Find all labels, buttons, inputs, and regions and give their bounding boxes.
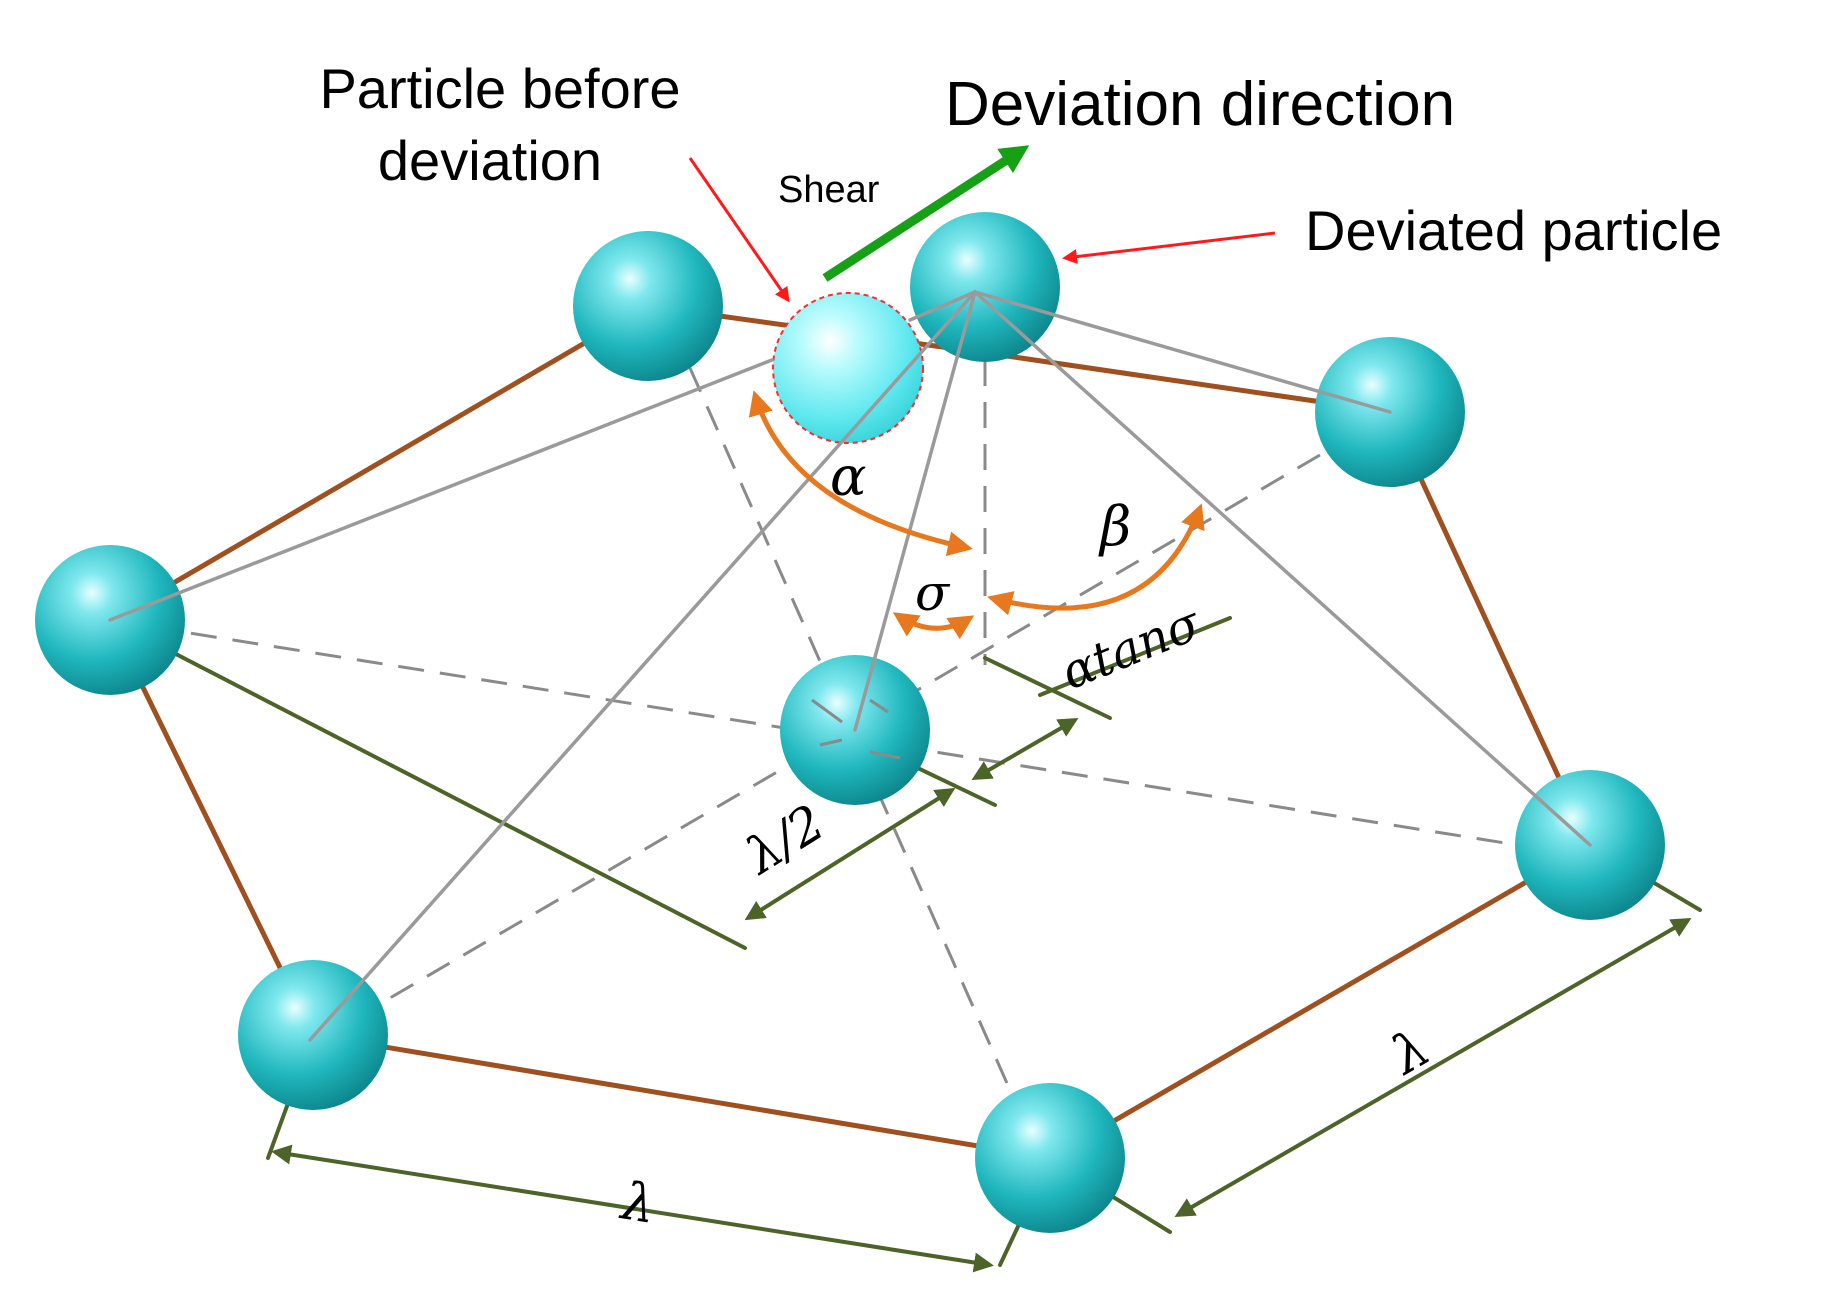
alpha-label: α bbox=[830, 445, 866, 508]
center-hidden-lines bbox=[811, 698, 901, 760]
atan-sigma-label: αtanσ bbox=[1054, 595, 1210, 701]
half-lambda-arrow bbox=[744, 787, 956, 921]
particle-before-deviation bbox=[772, 292, 924, 444]
deviated-particle-label: Deviated particle bbox=[1305, 199, 1722, 262]
beta-label: β bbox=[1098, 495, 1131, 558]
beta-arc bbox=[987, 503, 1205, 616]
sigma-label: σ bbox=[915, 564, 951, 622]
particle-before-label-line1: Particle before bbox=[319, 57, 680, 120]
angle-arcs bbox=[748, 390, 1205, 640]
deviated-pointer-arrow bbox=[1062, 231, 1276, 265]
lambda-front-label: λ bbox=[616, 1171, 660, 1236]
dimension-arrows bbox=[271, 717, 1692, 1273]
before-pointer-arrow bbox=[688, 157, 790, 303]
lambda-right-arrow bbox=[1174, 917, 1692, 1218]
pointer-arrows bbox=[688, 157, 1276, 303]
shear-arrow bbox=[822, 145, 1030, 282]
lambda-front-arrow bbox=[271, 1144, 994, 1273]
sigma-arc bbox=[892, 612, 975, 640]
particle-top-left bbox=[573, 231, 723, 381]
deviation-direction-label: Deviation direction bbox=[945, 70, 1455, 139]
lambda-right-label: λ bbox=[1380, 1018, 1440, 1087]
shear-label: Shear bbox=[778, 169, 880, 211]
atan-sigma-arrow bbox=[971, 717, 1079, 781]
particle-before-label-line2: deviation bbox=[378, 129, 602, 192]
alpha-arc bbox=[748, 390, 973, 557]
particle-bottom bbox=[975, 1083, 1125, 1233]
